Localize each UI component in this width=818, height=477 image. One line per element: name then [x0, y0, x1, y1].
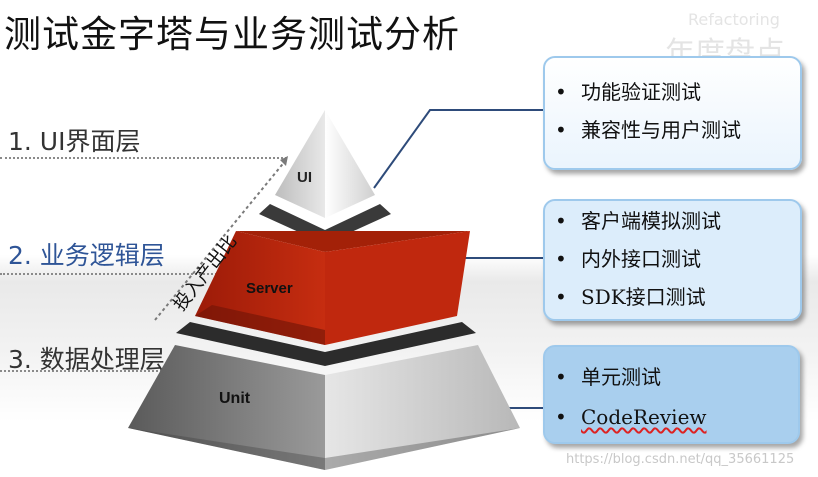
callout-item: 单元测试 [545, 357, 798, 397]
callout-server-tests: 客户端模拟测试 内外接口测试 SDK接口测试 [543, 199, 802, 321]
callout-item: 客户端模拟测试 [545, 202, 800, 240]
server-layer-guide-line [0, 273, 225, 275]
data-layer-guide-line [0, 370, 170, 372]
callout-ui-tests: 功能验证测试 兼容性与用户测试 [543, 56, 802, 170]
callout-item: 内外接口测试 [545, 240, 800, 278]
page-title: 测试金字塔与业务测试分析 [4, 13, 460, 56]
layer-label-data: 3. 数据处理层 [8, 345, 165, 374]
callout-unit-tests: 单元测试 CodeReview [543, 345, 800, 444]
codereview-text: CodeReview [581, 405, 707, 429]
pyramid-server-tier [195, 231, 470, 345]
layer-label-business: 2. 业务逻辑层 [8, 241, 165, 270]
callout-item: CodeReview [545, 397, 798, 437]
arrow-head-icon [280, 156, 288, 166]
layer-label-ui: 1. UI界面层 [8, 127, 141, 156]
pyramid-ui-tier [275, 110, 375, 218]
callout-item: 兼容性与用户测试 [545, 111, 800, 149]
callout-item: SDK接口测试 [545, 278, 800, 316]
callout-item: 功能验证测试 [545, 73, 800, 111]
pyramid-unit-tier [128, 345, 520, 470]
ghost-text-refactoring: Refactoring [688, 10, 780, 29]
connector-ui [373, 109, 545, 189]
watermark: https://blog.csdn.net/qq_35661125 [566, 452, 795, 467]
pyramid-label-unit: Unit [219, 390, 251, 407]
investment-arrow [154, 159, 287, 321]
ui-layer-guide-line [0, 157, 287, 159]
pyramid-label-ui: UI [297, 169, 312, 186]
pyramid-gap-bottom [176, 322, 476, 366]
pyramid-label-server: Server [246, 280, 293, 297]
